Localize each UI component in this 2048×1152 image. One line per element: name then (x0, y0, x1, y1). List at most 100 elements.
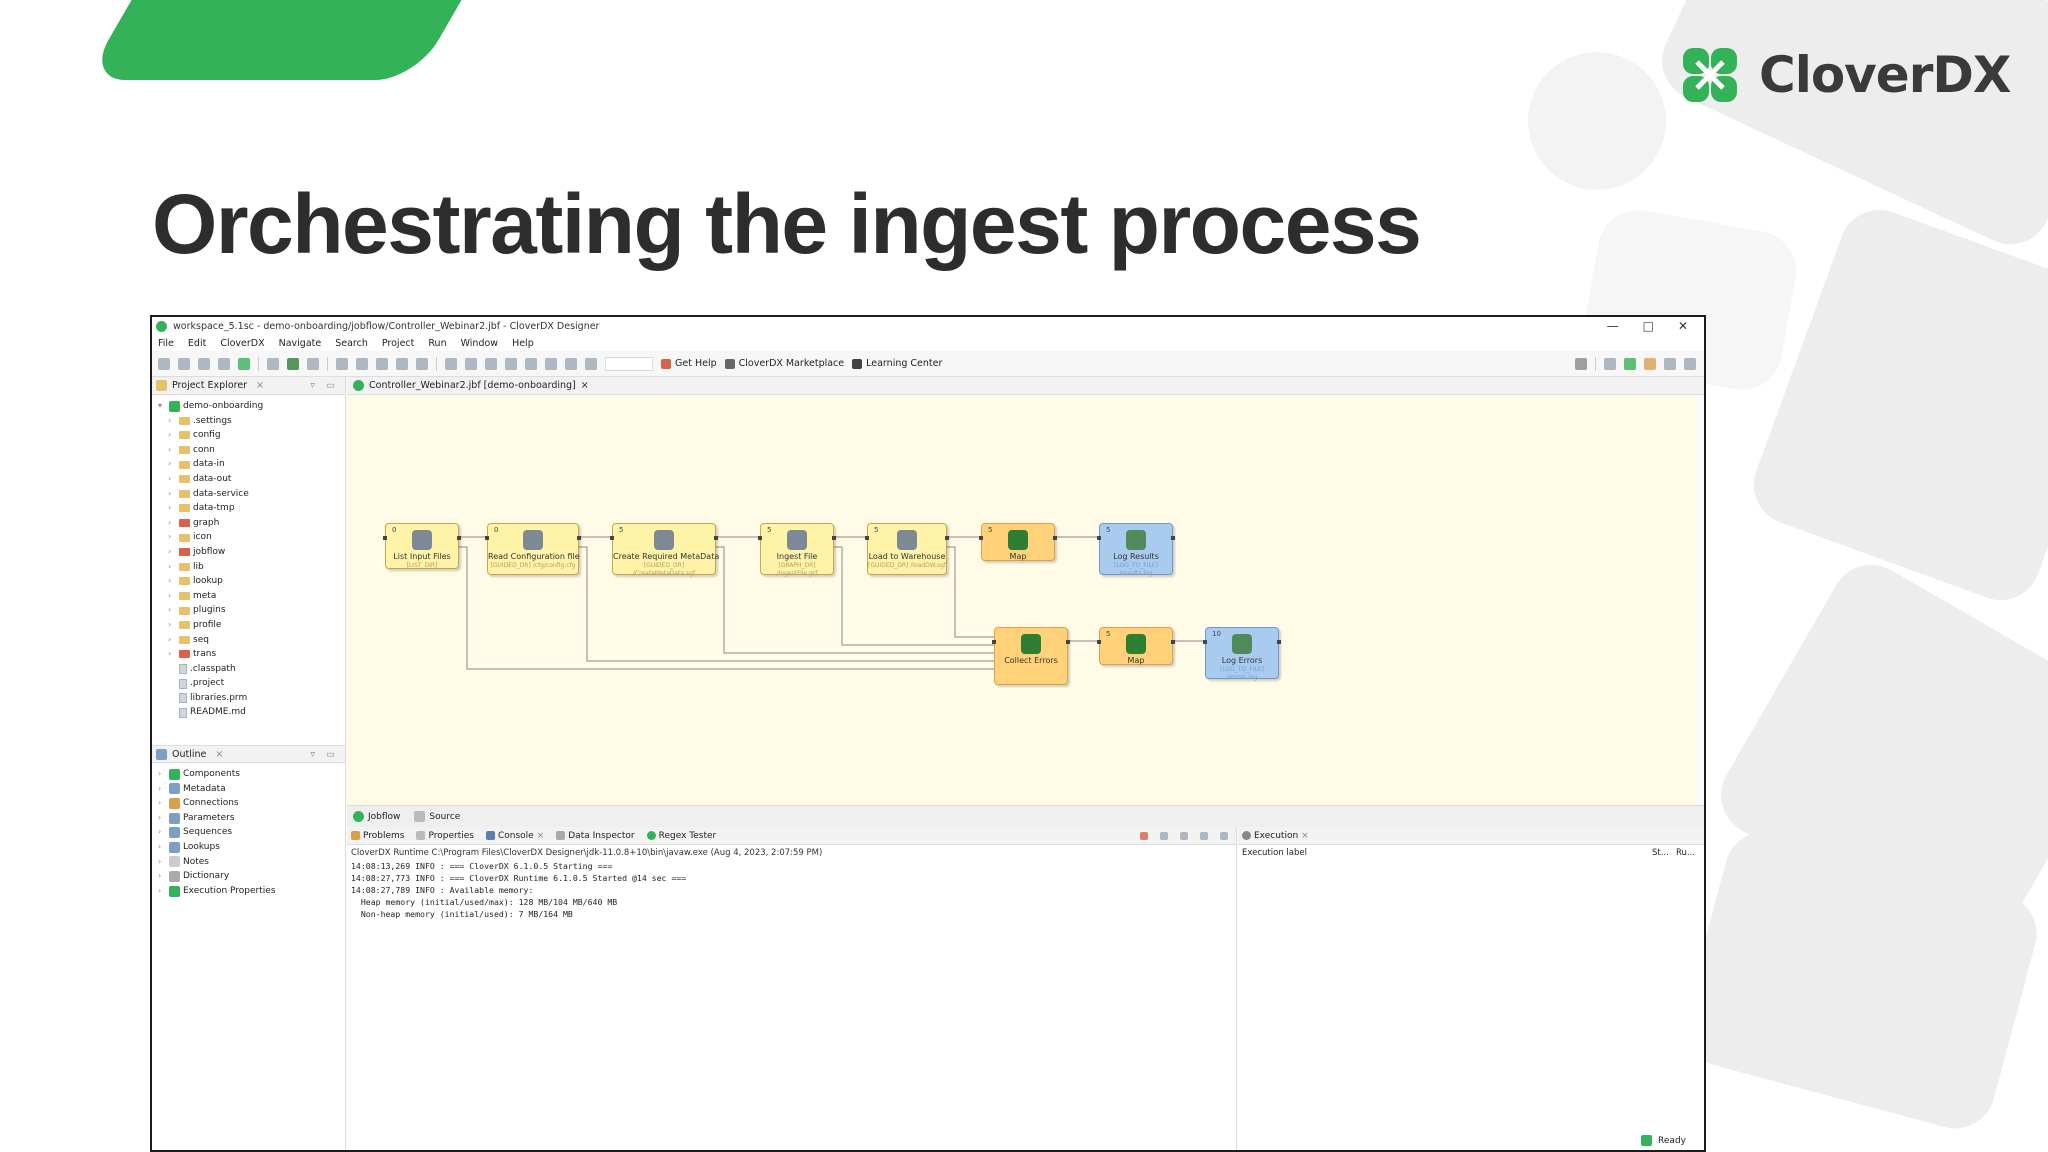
execution-label-column[interactable]: Execution label (1242, 848, 1307, 858)
chevron-right-icon[interactable]: › (168, 473, 172, 483)
output-port[interactable] (714, 536, 718, 540)
open-folder-icon[interactable] (445, 357, 457, 370)
outline-item[interactable]: ›Connections (158, 796, 345, 811)
chevron-right-icon[interactable]: › (158, 827, 162, 837)
tab-jobflow[interactable]: Jobflow (353, 811, 400, 822)
tree-item[interactable]: ›data-in (158, 457, 345, 472)
connect-icon[interactable] (545, 357, 557, 370)
edge[interactable] (834, 546, 994, 646)
scroll-lock-icon[interactable] (1200, 831, 1208, 840)
project-explorer-tab[interactable]: Project Explorer × ▿ ▭ (152, 377, 345, 395)
outline-item[interactable]: ›Dictionary (158, 869, 345, 884)
chevron-right-icon[interactable]: › (158, 885, 162, 895)
tree-item[interactable]: ›lookup (158, 574, 345, 589)
input-port[interactable] (865, 536, 869, 540)
perspective-icon[interactable] (1604, 357, 1616, 370)
tab-regex-tester[interactable]: Regex Tester (646, 831, 716, 841)
chevron-right-icon[interactable]: › (168, 459, 172, 469)
chevron-right-icon[interactable]: › (158, 783, 162, 793)
tree-item[interactable]: libraries.prm (158, 691, 345, 706)
output-port[interactable] (457, 536, 461, 540)
execution-status-column[interactable]: St... (1652, 848, 1669, 858)
output-port[interactable] (1053, 536, 1057, 540)
remove-launch-icon[interactable] (1160, 831, 1168, 840)
outline-item[interactable]: ›Execution Properties (158, 884, 345, 899)
input-port[interactable] (992, 640, 996, 644)
menu-run[interactable]: Run (428, 337, 447, 349)
learning-center-link[interactable]: Learning Center (852, 358, 942, 369)
java-perspective-icon[interactable] (1664, 357, 1676, 370)
input-port[interactable] (1203, 640, 1207, 644)
tree-item[interactable]: ›jobflow (158, 545, 345, 560)
editor-tab[interactable]: Controller_Webinar2.jbf [demo-onboarding… (347, 377, 1704, 395)
close-button[interactable]: ✕ (1677, 319, 1688, 333)
tree-item[interactable]: ›conn (158, 443, 345, 458)
outline-item[interactable]: ›Components (158, 767, 345, 782)
debug-icon[interactable] (267, 357, 279, 370)
pin-console-icon[interactable] (1220, 831, 1228, 840)
outline-item[interactable]: ›Metadata (158, 782, 345, 797)
outline-tab[interactable]: Outline × ▿ ▭ (152, 745, 345, 763)
forward-icon[interactable] (416, 357, 428, 370)
execution-run-column[interactable]: Ru... (1676, 848, 1696, 858)
chevron-right-icon[interactable]: › (158, 871, 162, 881)
search-icon[interactable] (1575, 357, 1587, 370)
close-icon[interactable]: × (256, 380, 265, 391)
close-icon[interactable]: × (1301, 830, 1309, 841)
tab-source[interactable]: Source (414, 811, 460, 822)
cloverdx-perspective-icon[interactable] (1624, 357, 1636, 370)
chevron-right-icon[interactable]: › (168, 561, 172, 571)
chevron-right-icon[interactable]: › (168, 532, 172, 542)
tree-item[interactable]: README.md (158, 705, 345, 720)
panel-controls[interactable]: ▿ ▭ (310, 380, 339, 391)
output-port[interactable] (945, 536, 949, 540)
chevron-right-icon[interactable]: › (168, 634, 172, 644)
tree-item[interactable]: ›icon (158, 530, 345, 545)
tree-item[interactable]: ›data-tmp (158, 501, 345, 516)
tree-root[interactable]: ▾ demo-onboarding (158, 399, 345, 414)
outline-item[interactable]: ›Notes (158, 855, 345, 870)
tree-item[interactable]: ›data-service (158, 487, 345, 502)
tab-execution[interactable]: Execution × (1242, 831, 1309, 841)
menu-cloverdx[interactable]: CloverDX (220, 337, 265, 349)
chevron-right-icon[interactable]: › (168, 590, 172, 600)
menu-search[interactable]: Search (335, 337, 368, 349)
tree-item[interactable]: ›graph (158, 516, 345, 531)
chevron-right-icon[interactable]: › (168, 430, 172, 440)
chevron-right-icon[interactable]: › (168, 546, 172, 556)
tree-item[interactable]: ›seq (158, 633, 345, 648)
tab-problems[interactable]: Problems (351, 831, 404, 841)
tree-item[interactable]: ›trans (158, 647, 345, 662)
outline-item[interactable]: ›Sequences (158, 825, 345, 840)
tab-console[interactable]: Console × (485, 830, 545, 841)
grid-icon[interactable] (525, 357, 537, 370)
tree-item[interactable]: .classpath (158, 662, 345, 677)
close-icon[interactable]: × (536, 830, 545, 841)
chevron-right-icon[interactable]: › (168, 576, 172, 586)
columns-icon[interactable] (585, 357, 597, 370)
input-port[interactable] (610, 536, 614, 540)
outline-item[interactable]: ›Parameters (158, 811, 345, 826)
edge[interactable] (579, 546, 994, 662)
git-perspective-icon[interactable] (1684, 357, 1696, 370)
print-icon[interactable] (218, 357, 230, 370)
tree-item[interactable]: ›.settings (158, 414, 345, 429)
chevron-right-icon[interactable]: › (168, 605, 172, 615)
chevron-right-icon[interactable]: › (168, 444, 172, 454)
next-annotation-icon[interactable] (356, 357, 368, 370)
save-icon[interactable] (178, 357, 190, 370)
align-icon[interactable] (505, 357, 517, 370)
clear-console-icon[interactable] (1180, 831, 1188, 840)
run-icon[interactable] (238, 357, 250, 370)
tab-data-inspector[interactable]: Data Inspector (556, 831, 635, 841)
tree-item[interactable]: ›profile (158, 618, 345, 633)
panel-controls[interactable]: ▿ ▭ (310, 748, 339, 760)
output-port[interactable] (1171, 640, 1175, 644)
chevron-right-icon[interactable]: › (168, 488, 172, 498)
toolbar-zoom-field[interactable] (605, 356, 653, 371)
close-icon[interactable]: × (580, 380, 589, 391)
